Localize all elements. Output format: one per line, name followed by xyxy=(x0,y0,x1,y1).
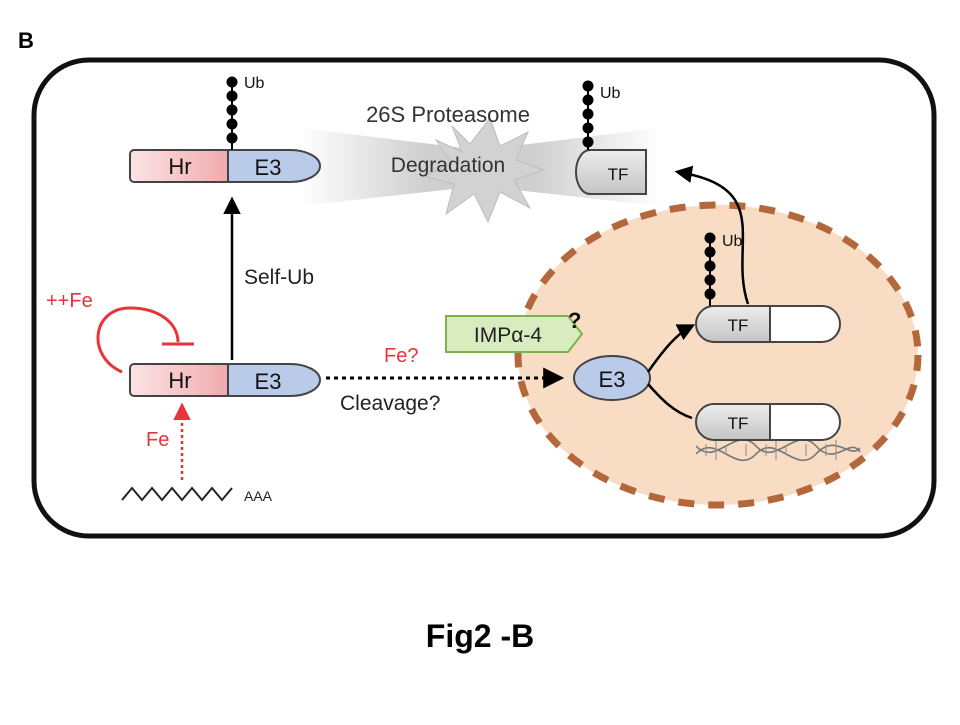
proteasome-degradation-band: 26S Proteasome Degradation xyxy=(300,102,660,224)
iron-inhibition-loop: ++Fe xyxy=(46,290,194,374)
fe-label: Fe xyxy=(146,429,169,451)
proteasome-label: 26S Proteasome xyxy=(366,102,530,127)
ub-label-top-right: Ub xyxy=(600,85,621,102)
nuclear-tf-label-upper: TF xyxy=(728,316,749,335)
e3-to-tf-arrow xyxy=(646,324,696,373)
ub-chain-nucleus xyxy=(704,232,716,300)
poly-a-tail-label: AAA xyxy=(244,488,273,504)
hr-e3-protein: Hr E3 xyxy=(129,363,321,397)
mrna: AAA xyxy=(121,486,273,504)
ub-chain-top-right xyxy=(582,80,594,148)
dna-helix xyxy=(695,438,861,462)
ub-chain-top-left xyxy=(226,76,238,144)
degradation-burst xyxy=(422,116,546,224)
figure-caption: Fig2 -B xyxy=(425,618,535,654)
importin-question-mark: ? xyxy=(568,308,581,333)
panel-label: B xyxy=(18,28,34,53)
nuclear-e3: E3 xyxy=(573,355,651,401)
hr-domain-label-top: Hr xyxy=(168,154,191,179)
nuclear-ubiquitinated-tf: TF Ub xyxy=(695,232,841,343)
ubiquitinated-hr-e3: Hr E3 Ub xyxy=(129,75,321,183)
dna-bound-tf: TF xyxy=(695,403,861,462)
importin-label: IMPα-4 xyxy=(474,324,542,347)
e3-label: E3 xyxy=(255,369,282,394)
degradation-label: Degradation xyxy=(391,154,505,177)
nucleus xyxy=(514,201,922,509)
fe-question-label: Fe? xyxy=(384,345,418,367)
nuclear-tf-label-lower: TF xyxy=(728,414,749,433)
hr-domain-label: Hr xyxy=(168,368,191,393)
self-ub-label: Self-Ub xyxy=(244,266,314,289)
nuclear-e3-label: E3 xyxy=(599,367,626,392)
tf-export-arrow xyxy=(674,165,750,305)
importin-tag: IMPα-4 ? xyxy=(445,308,584,353)
e3-to-dna-tf-line xyxy=(647,383,693,420)
plus-fe-label: ++Fe xyxy=(46,290,93,312)
ub-label-nucleus: Ub xyxy=(722,233,743,250)
ub-label-top-left: Ub xyxy=(244,75,265,92)
tf-label-top: TF xyxy=(608,165,629,184)
e3-label-top: E3 xyxy=(255,155,282,180)
cleavage-label: Cleavage? xyxy=(340,392,440,415)
ubiquitinated-tf: TF Ub xyxy=(575,80,647,195)
